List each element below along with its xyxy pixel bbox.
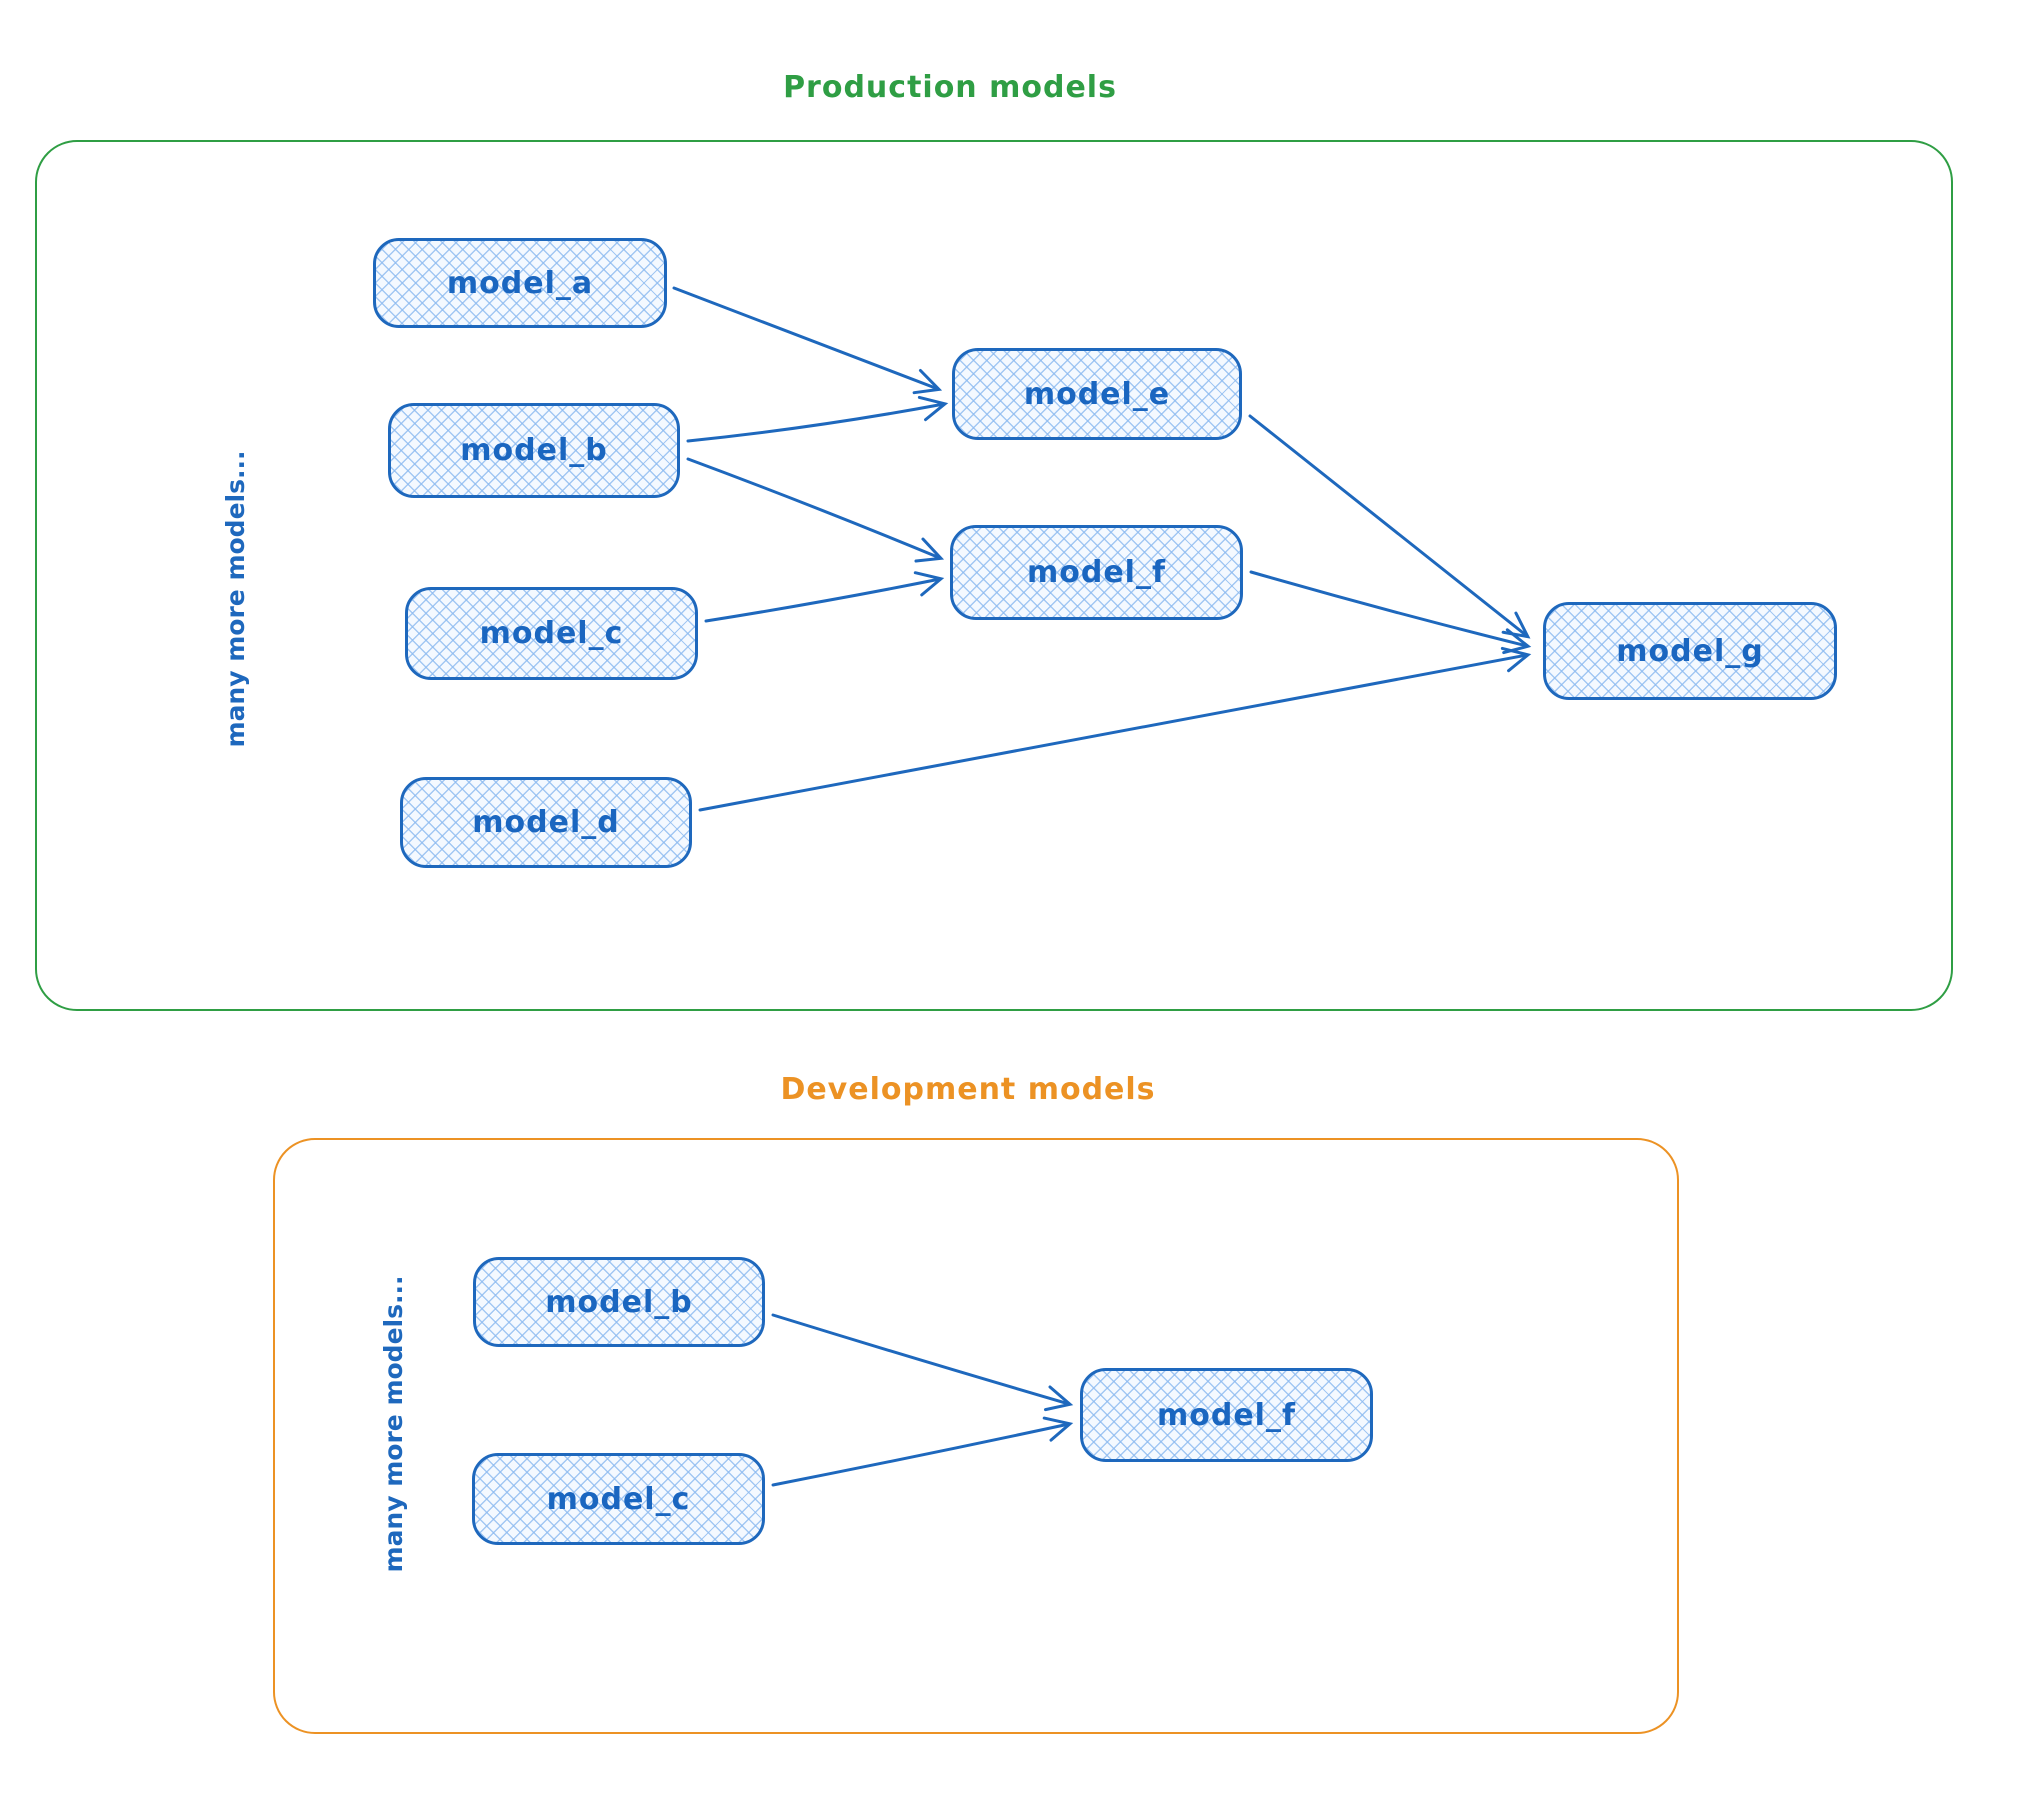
development-side-label: many more models... xyxy=(379,1275,408,1573)
arrow-model-b-to-model-f xyxy=(686,457,945,563)
arrow-model-d-to-model-g xyxy=(698,646,1532,812)
node-model-b: model_b xyxy=(388,403,680,498)
arrow-model-c-to-model-f xyxy=(704,571,945,623)
arrow-model-a-to-model-e xyxy=(672,286,943,395)
dev-node-model-b: model_b xyxy=(473,1257,765,1347)
dev-node-model-f-label: model_f xyxy=(1156,1397,1297,1433)
node-model-e: model_e xyxy=(952,348,1242,440)
node-model-b-label: model_b xyxy=(460,433,608,468)
dev-node-model-f: model_f xyxy=(1080,1368,1373,1462)
arrow-dev-model-c-to-model-f xyxy=(771,1416,1074,1487)
node-model-f: model_f xyxy=(950,525,1243,620)
dev-node-model-c-label: model_c xyxy=(546,1481,691,1517)
node-model-g: model_g xyxy=(1543,602,1837,700)
node-model-f-label: model_f xyxy=(1026,555,1167,590)
dev-node-model-b-label: model_b xyxy=(545,1284,693,1320)
dev-node-model-c: model_c xyxy=(472,1453,765,1545)
production-side-label: many more models... xyxy=(221,450,250,748)
node-model-a: model_a xyxy=(373,238,667,328)
arrow-model-b-to-model-e xyxy=(686,395,949,443)
production-frame xyxy=(35,140,1953,1011)
production-section-title: Production models xyxy=(783,70,1117,105)
node-model-c: model_c xyxy=(405,587,698,680)
node-model-g-label: model_g xyxy=(1616,633,1764,669)
node-model-e-label: model_e xyxy=(1023,376,1171,412)
development-frame xyxy=(273,1138,1679,1734)
node-model-d-label: model_d xyxy=(472,805,620,840)
node-model-d: model_d xyxy=(400,777,692,868)
node-model-c-label: model_c xyxy=(479,616,624,651)
arrow-model-e-to-model-g xyxy=(1248,414,1531,639)
development-section-title: Development models xyxy=(780,1072,1156,1107)
arrow-dev-model-b-to-model-f xyxy=(771,1313,1074,1412)
arrow-model-f-to-model-g xyxy=(1249,570,1532,655)
node-model-a-label: model_a xyxy=(446,265,594,301)
